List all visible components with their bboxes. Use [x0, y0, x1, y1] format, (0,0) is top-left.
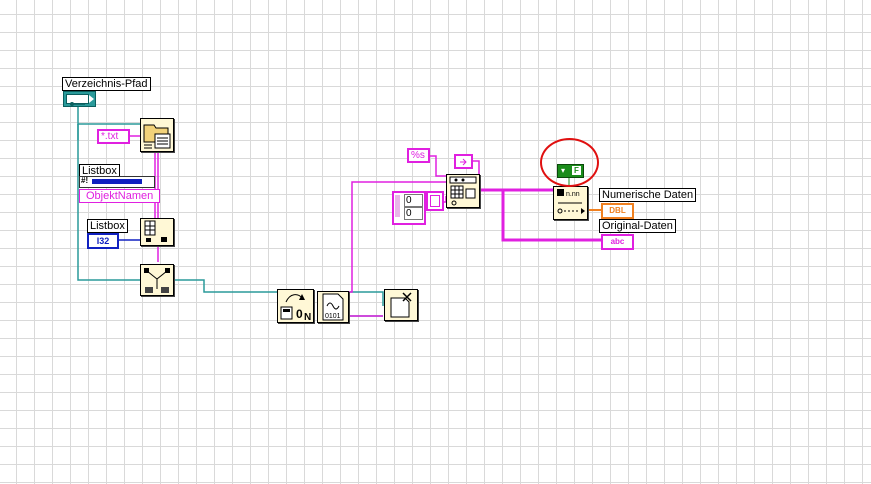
object-names-property[interactable]: ObjektNamen: [79, 189, 160, 203]
string-array-wire: [479, 188, 601, 242]
numeric-data-indicator[interactable]: DBL: [601, 203, 634, 219]
terminal-arrow-icon: [89, 95, 94, 103]
listbox-ring-terminal[interactable]: #!: [79, 176, 155, 188]
empty-string-array[interactable]: [426, 191, 444, 211]
open-file-icon: 0 N: [280, 294, 311, 322]
listbox-ring-type: #!: [81, 176, 89, 185]
path-control-label: Verzeichnis-Pfad: [62, 77, 151, 91]
build-path-icon: [144, 268, 170, 293]
dbl-type-label: DBL: [609, 206, 626, 215]
original-data-label: Original-Daten: [599, 219, 676, 233]
path-icon: [66, 94, 89, 106]
listbox-1-label: Listbox: [79, 164, 120, 178]
array-subset-node[interactable]: [446, 174, 480, 208]
highlight-circle: [540, 138, 599, 187]
array-index-display: [395, 195, 400, 217]
empty-element: [430, 195, 440, 207]
read-file-icon: 0101: [322, 293, 344, 321]
arrow-right-icon: [460, 158, 467, 166]
array-element[interactable]: 0: [404, 207, 423, 220]
array-constant[interactable]: 0 0: [392, 191, 426, 225]
index-array-node[interactable]: [140, 218, 174, 246]
array-subset-icon: [449, 176, 477, 206]
abc-type-label: abc: [610, 237, 625, 246]
listbox-i32-terminal[interactable]: I32: [87, 233, 119, 249]
list-folder-icon: [143, 124, 171, 149]
listbox-2-label: Listbox: [87, 219, 128, 233]
numeric-data-label: Numerische Daten: [599, 188, 697, 202]
scan-string-icon: n.nn: [557, 189, 585, 214]
original-data-indicator[interactable]: abc: [601, 234, 634, 250]
svg-text:0: 0: [296, 307, 303, 321]
format-string-constant[interactable]: %s: [407, 148, 430, 163]
index-array-icon: [144, 220, 167, 242]
svg-text:0101: 0101: [325, 313, 341, 320]
svg-text:n.nn: n.nn: [566, 191, 580, 198]
delimiter-constant[interactable]: [454, 154, 473, 169]
listbox-ring-bar: [92, 179, 142, 184]
pattern-constant[interactable]: *.txt: [97, 129, 130, 144]
path-control-terminal[interactable]: [63, 91, 96, 107]
svg-text:N: N: [304, 312, 311, 322]
array-element[interactable]: 0: [404, 194, 423, 207]
scan-string-node[interactable]: n.nn: [553, 186, 588, 220]
list-folder-node[interactable]: [140, 118, 174, 152]
read-file-node[interactable]: 0101: [317, 291, 349, 323]
close-file-icon: [390, 292, 412, 318]
build-path-node[interactable]: [140, 264, 174, 296]
close-file-node[interactable]: [384, 289, 418, 321]
open-file-node[interactable]: 0 N: [277, 289, 314, 323]
